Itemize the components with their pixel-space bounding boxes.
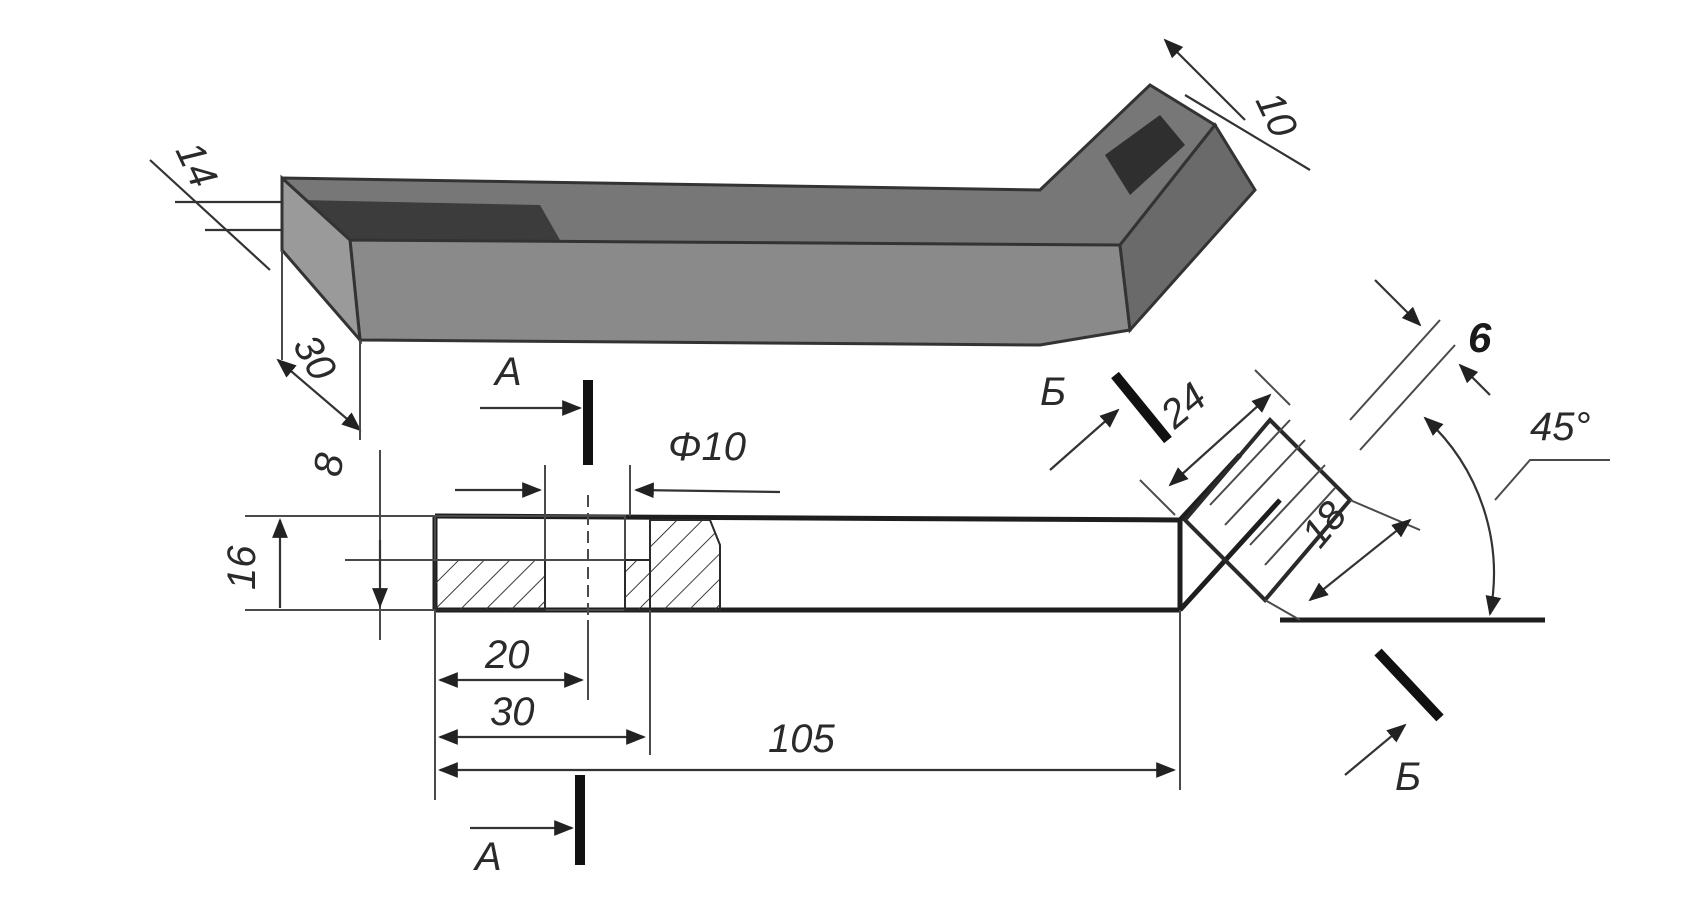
section-b-bottom: Б [1344, 648, 1444, 799]
dim-16-label: 16 [220, 545, 264, 590]
front-view [345, 417, 1545, 623]
isometric-view [149, 38, 1311, 440]
section-b-bottom-label: Б [1395, 755, 1421, 799]
angle-arc [1423, 416, 1502, 616]
section-a-bottom: А [470, 775, 585, 879]
dim-phi10-label: Φ10 [668, 425, 746, 469]
hatch-mid [624, 559, 651, 611]
dim-8-label: 8 [306, 449, 353, 479]
part-arm-face [1118, 122, 1257, 334]
dim-20-label: 20 [484, 633, 530, 677]
part-arm-slot [1105, 115, 1185, 195]
part-left-slot [300, 200, 560, 242]
dim-105-label: 105 [768, 717, 835, 761]
section-b-top: Б [1040, 370, 1172, 471]
front-view-dimensions [245, 279, 1610, 800]
dim-14-label: 14 [167, 135, 226, 194]
section-a-bottom-label: А [473, 835, 502, 879]
section-a-top-label: А [493, 350, 522, 394]
section-a-top: А [480, 350, 593, 465]
part-front-face [348, 238, 1132, 347]
angle-45-label: 45° [1530, 405, 1591, 449]
hatch-left [434, 559, 546, 611]
dim-30-label: 30 [490, 690, 535, 734]
section-b-top-label: Б [1040, 370, 1066, 414]
dim-10-label: 10 [1247, 85, 1306, 144]
dim-6-label: 6 [1468, 314, 1492, 361]
dim-30-side-label: 30 [284, 328, 344, 389]
hatch-right [649, 519, 721, 611]
